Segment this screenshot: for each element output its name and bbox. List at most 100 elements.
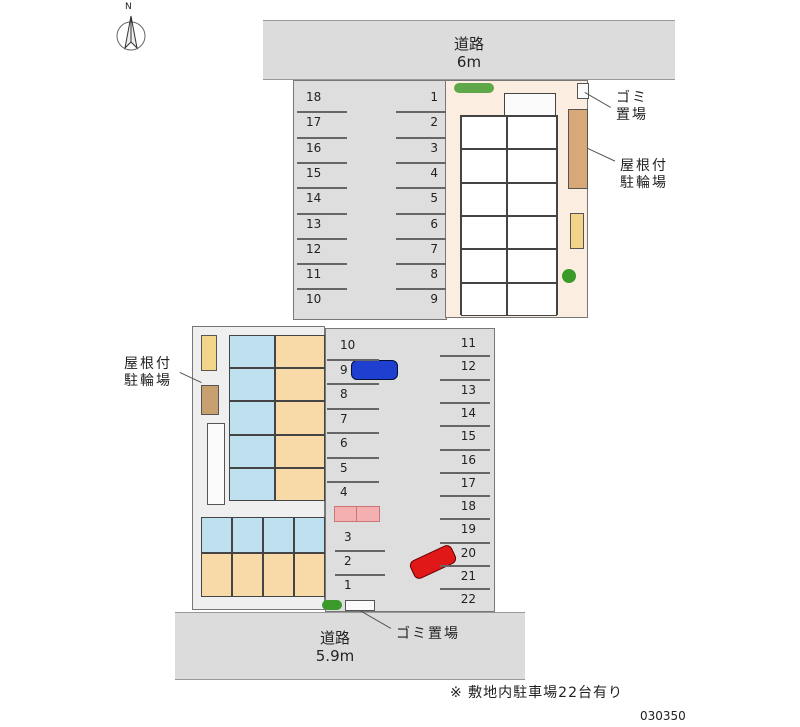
parking-space-number: 1 (430, 90, 438, 104)
parking-space-number: 18 (460, 499, 476, 514)
parking-divider (396, 212, 446, 215)
parking-divider (297, 237, 347, 240)
parking-space-number: 17 (460, 475, 476, 490)
leader-line (587, 148, 616, 162)
road-top-width: 6m (456, 53, 482, 71)
parking-space-number: 3 (344, 530, 352, 544)
apartment-unit (263, 517, 294, 553)
apartment-unit (229, 434, 276, 468)
apartment-unit (461, 216, 508, 250)
parking-space-number: 22 (460, 592, 476, 607)
apartment-unit (461, 149, 508, 183)
apartment-unit (275, 467, 325, 501)
parking-divider (335, 550, 385, 552)
apartment-unit (201, 553, 232, 597)
apartment-unit (461, 282, 508, 316)
parking-space-number: 9 (340, 362, 348, 377)
bike-label-top: 屋根付駐輪場 (620, 158, 668, 191)
parking-space-number: 7 (430, 241, 438, 256)
apartment-unit (275, 401, 325, 435)
stairs (207, 423, 225, 505)
parking-divider (327, 407, 379, 410)
parking-divider (327, 383, 379, 385)
shrub-icon (454, 83, 494, 93)
apartment-unit (275, 335, 325, 369)
apartment-unit (507, 249, 557, 283)
parking-space-number: 11 (460, 336, 476, 350)
garbage-area-top (577, 83, 589, 99)
apartment-unit (294, 517, 325, 553)
garbage-area-bottom (345, 600, 375, 611)
parking-divider (297, 288, 347, 291)
parking-space-number: 13 (306, 216, 322, 231)
parking-divider (440, 425, 490, 428)
loading-space (356, 506, 380, 522)
bike-label-left: 屋根付駐輪場 (124, 356, 172, 389)
parking-space-number: 7 (340, 411, 348, 426)
apartment-unit (461, 182, 508, 216)
apartment-unit (507, 116, 557, 150)
parking-divider (440, 588, 490, 591)
north-arrow-icon: N (108, 2, 154, 54)
parking-divider (327, 481, 379, 483)
parking-space-number: 8 (340, 387, 348, 401)
parking-space-number: 19 (460, 522, 476, 537)
parking-divider (440, 471, 490, 474)
apartment-unit (507, 216, 557, 250)
parking-divider (440, 541, 490, 544)
parking-space-number: 18 (306, 90, 322, 104)
map-code: 030350 (640, 709, 686, 723)
road-top-name: 道路 (453, 35, 484, 53)
apartment-unit (232, 553, 263, 597)
parking-space-number: 2 (344, 554, 352, 568)
parking-space-number: 16 (460, 452, 476, 467)
footer-note: ※ 敷地内駐車場22台有り (450, 685, 623, 701)
parking-space-number: 14 (306, 191, 322, 206)
parking-space-number: 21 (460, 569, 476, 583)
parking-divider (297, 161, 347, 164)
apartment-unit (229, 335, 276, 369)
parking-space-number: 15 (306, 165, 322, 180)
bike-shelter-left (201, 385, 219, 415)
parking-divider (440, 495, 490, 498)
bike-rack (570, 213, 584, 249)
parking-space-number: 6 (340, 436, 348, 450)
car-blue-icon (351, 360, 398, 380)
parking-divider (396, 237, 446, 240)
apartment-unit (507, 182, 557, 216)
parking-divider (327, 432, 379, 434)
road-bottom-width: 5.9m (315, 647, 355, 665)
parking-divider (396, 136, 446, 139)
apartment-unit (263, 553, 294, 597)
parking-divider (297, 136, 347, 139)
parking-space-number: 20 (460, 545, 476, 560)
building-b (192, 326, 325, 610)
road-bottom-name: 道路 (319, 629, 350, 647)
parking-divider (327, 456, 379, 459)
parking-space-number: 5 (430, 191, 438, 206)
tree-icon (562, 269, 576, 283)
parking-space-number: 2 (430, 115, 438, 130)
apartment-unit (229, 401, 276, 435)
parking-divider (440, 518, 490, 521)
apartment-unit (229, 467, 276, 501)
apartment-unit (461, 249, 508, 283)
garbage-label-top: ゴミ置場 (616, 90, 648, 123)
apartment-unit (461, 116, 508, 150)
bike-shelter-top (568, 109, 588, 189)
parking-space-number: 8 (430, 267, 438, 282)
parking-space-number: 16 (306, 140, 322, 155)
apartment-unit (201, 517, 232, 553)
parking-space-number: 1 (344, 578, 352, 592)
parking-divider (440, 448, 490, 451)
apartment-unit (229, 368, 276, 402)
parking-lot-top (293, 80, 447, 320)
loading-space (334, 506, 358, 522)
parking-divider (297, 212, 347, 215)
parking-divider (327, 358, 379, 361)
parking-space-number: 11 (306, 267, 322, 282)
garbage-label-bottom: ゴミ置場 (396, 626, 460, 642)
parking-divider (297, 111, 347, 114)
parking-divider (297, 263, 347, 266)
